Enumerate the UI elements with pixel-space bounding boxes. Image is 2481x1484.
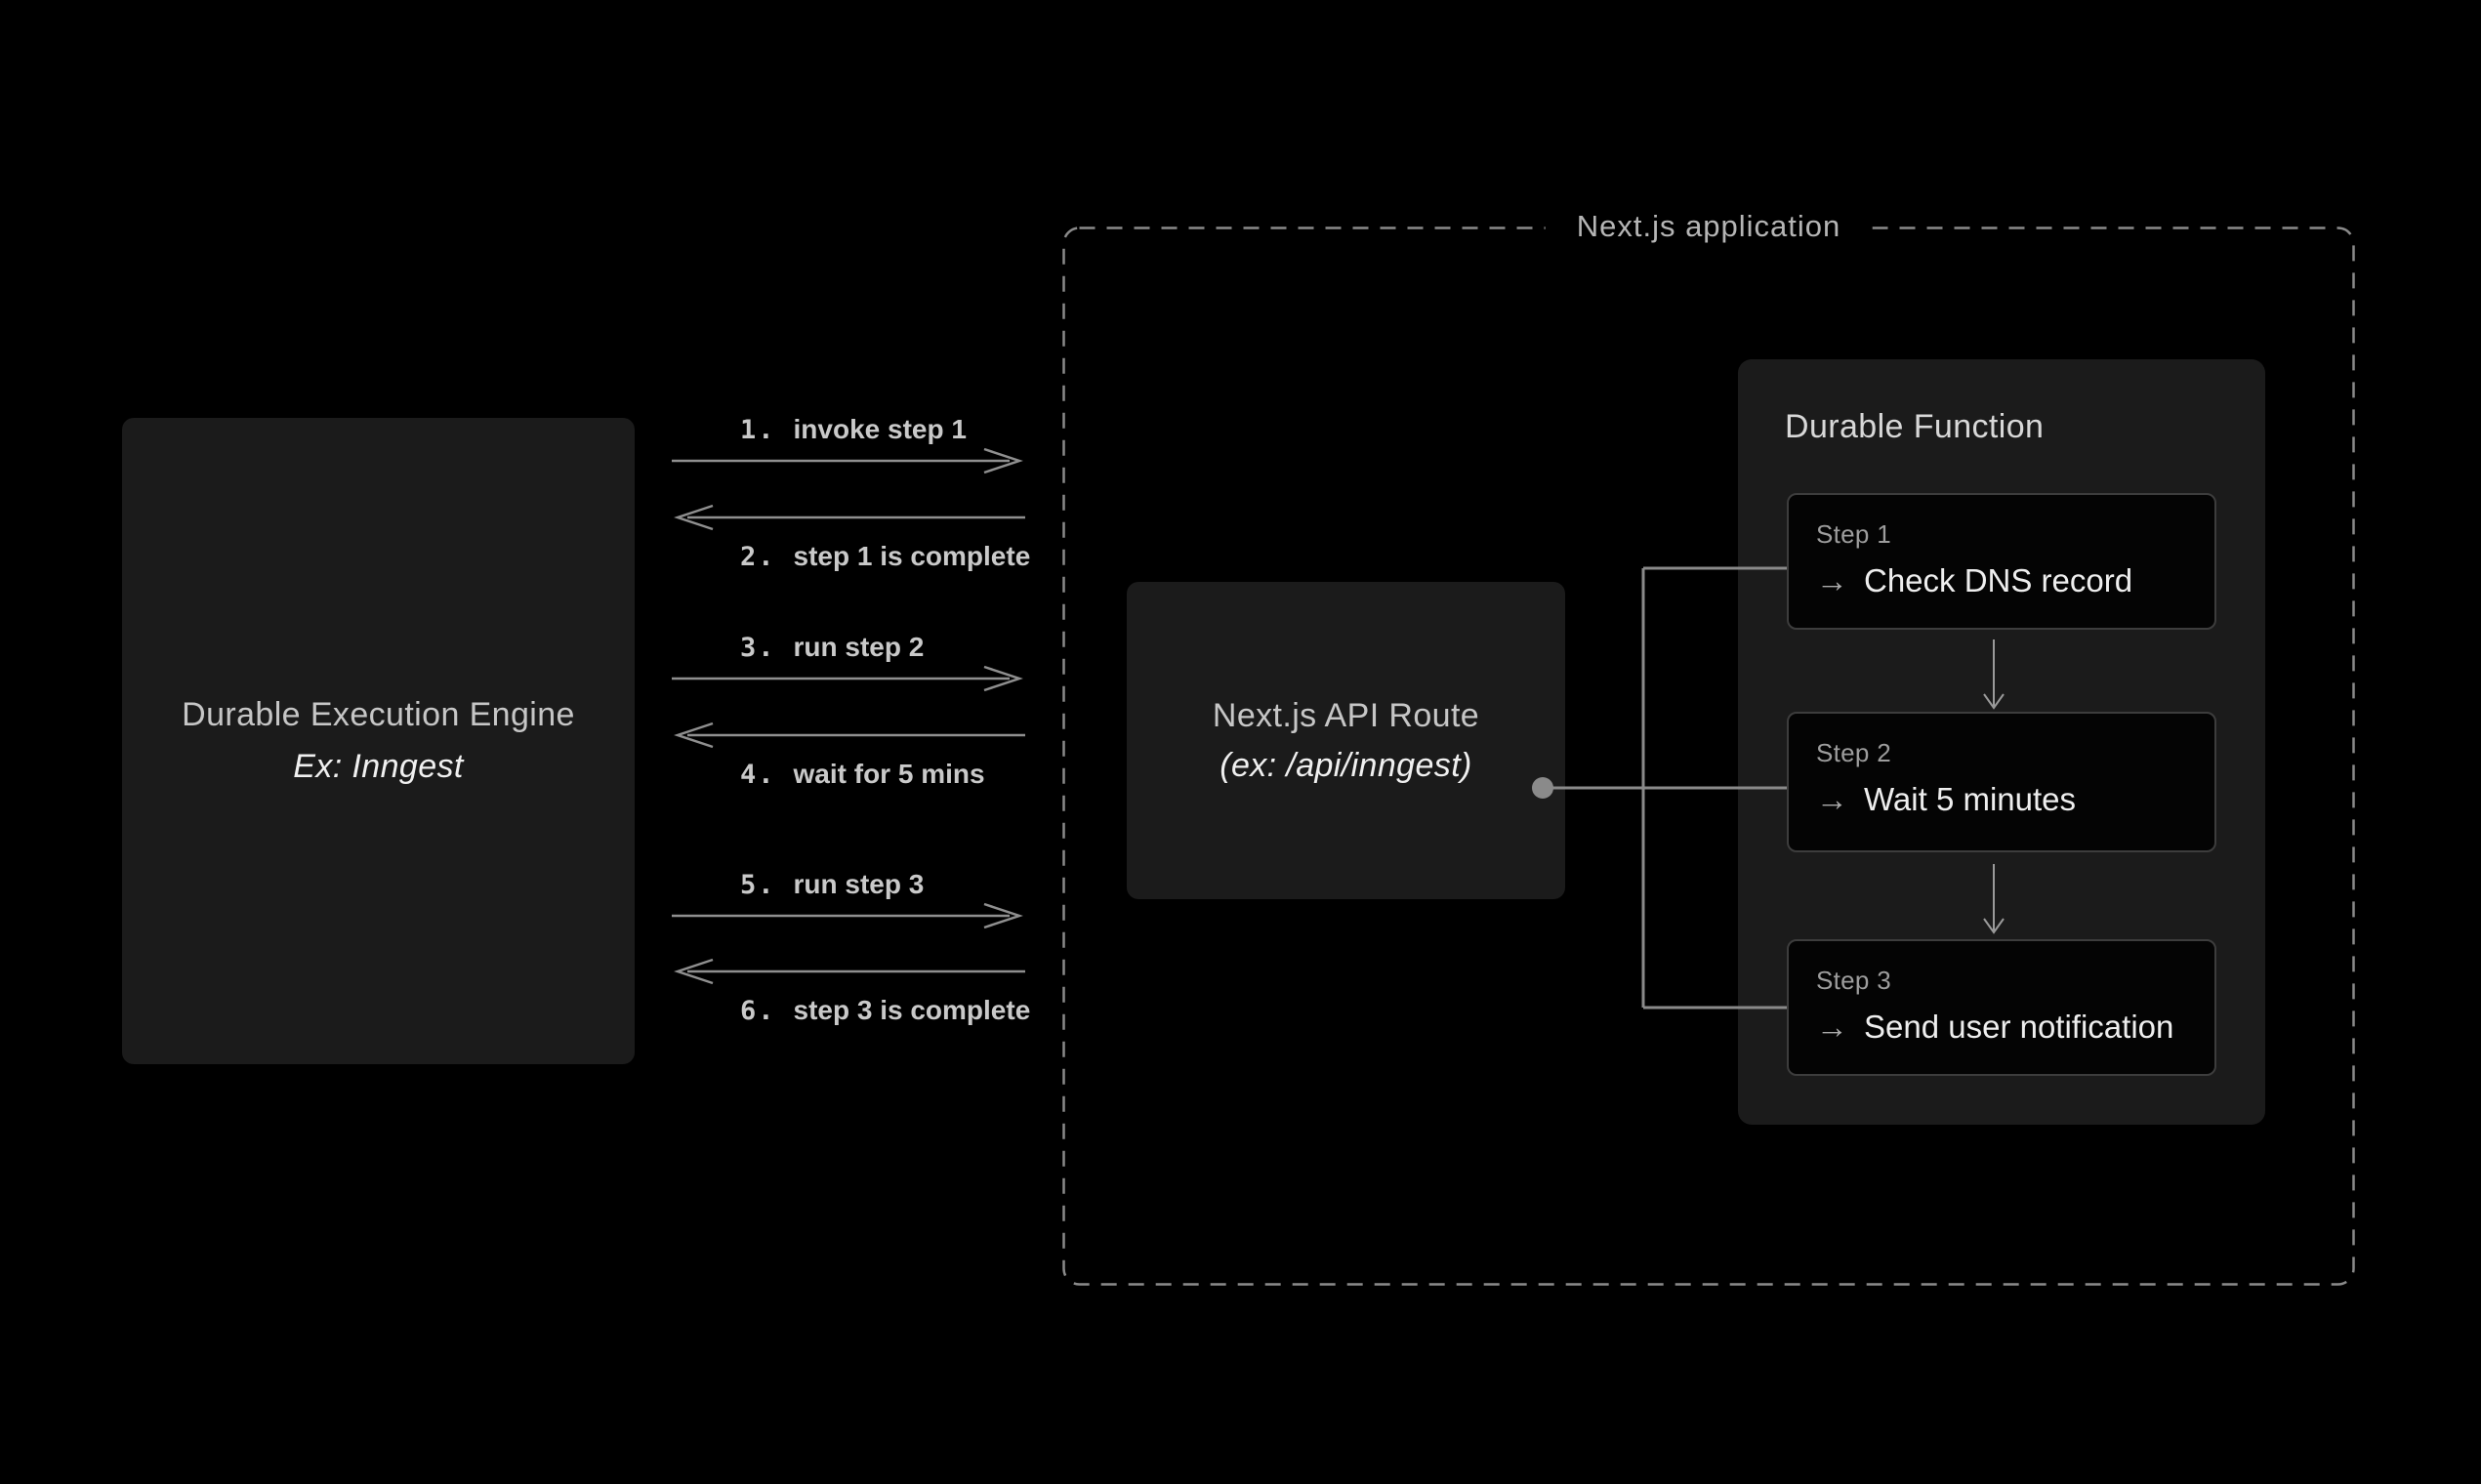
durable-function-title: Durable Function [1785,408,2045,445]
sequence-arrow-2-text: step 1 is complete [793,541,1031,571]
engine-box-subtitle: Ex: Inngest [293,748,464,785]
step-2-card: Step 2 → Wait 5 minutes [1787,712,2216,852]
sequence-arrow-3-text: run step 2 [793,632,925,662]
left-arrow-icon [674,958,1025,985]
sequence-arrow-3-label: 3. run step 2 [672,630,1025,665]
sequence-arrow-6-number: 6. [740,996,776,1026]
sequence-arrow-6-label: 6. step 3 is complete [672,993,1030,1028]
step-arrow-icon: → [1816,781,1848,817]
step-2-label: Step 2 [1816,738,1891,767]
down-arrow-icon [1983,864,2005,934]
sequence-arrow-3-number: 3. [740,633,776,663]
right-arrow-icon [672,902,1023,929]
right-arrow-icon [672,447,1023,474]
sequence-arrow-2: 2. step 1 is complete [672,504,1030,574]
right-arrow-icon [672,665,1023,692]
nextjs-application-label: Next.js application [1545,209,1873,244]
sequence-arrow-5-label: 5. run step 3 [672,867,1025,902]
step-arrow-icon: → [1816,1009,1848,1045]
step-2-action: → Wait 5 minutes [1816,780,2187,819]
sequence-arrow-6-text: step 3 is complete [793,995,1031,1025]
sequence-arrow-5-text: run step 3 [793,869,925,899]
left-arrow-icon [674,721,1025,749]
engine-box-title: Durable Execution Engine [182,696,575,733]
sequence-arrow-4: 4. wait for 5 mins [672,721,1025,792]
sequence-arrow-4-text: wait for 5 mins [793,759,985,789]
down-arrow-icon [1983,639,2005,710]
sequence-arrow-1: 1. invoke step 1 [672,412,1025,474]
step-3-action-text: Send user notification [1864,1009,2174,1045]
step-1-action: → Check DNS record [1816,561,2187,600]
sequence-arrow-1-number: 1. [740,415,776,445]
step-3-label: Step 3 [1816,966,1891,995]
step-1-card: Step 1 → Check DNS record [1787,493,2216,630]
step-1-action-text: Check DNS record [1864,562,2133,598]
sequence-arrow-2-label: 2. step 1 is complete [672,539,1030,574]
sequence-arrow-4-label: 4. wait for 5 mins [672,757,1025,792]
step-2-action-text: Wait 5 minutes [1864,781,2077,817]
sequence-arrow-2-number: 2. [740,542,776,572]
api-route-subtitle: (ex: /api/inngest) [1220,746,1472,784]
step-3-action: → Send user notification [1816,1008,2187,1047]
step-arrow-icon: → [1816,562,1848,598]
nextjs-application-container: Next.js application [1062,209,2355,1286]
sequence-arrow-5: 5. run step 3 [672,867,1025,929]
sequence-arrow-4-number: 4. [740,760,776,790]
durable-function-panel: Durable Function Step 1 → Check DNS reco… [1738,359,2265,1125]
sequence-arrow-3: 3. run step 2 [672,630,1025,692]
durable-execution-engine-box: Durable Execution Engine Ex: Inngest [122,418,635,1064]
api-route-title: Next.js API Route [1212,696,1480,734]
sequence-arrow-1-label: 1. invoke step 1 [672,412,1025,447]
step-3-card: Step 3 → Send user notification [1787,939,2216,1076]
sequence-arrow-6: 6. step 3 is complete [672,958,1030,1028]
sequence-arrow-1-text: invoke step 1 [793,414,967,444]
sequence-arrow-5-number: 5. [740,870,776,900]
nextjs-api-route-box: Next.js API Route (ex: /api/inngest) [1127,582,1565,899]
left-arrow-icon [674,504,1025,531]
step-1-label: Step 1 [1816,519,1891,549]
